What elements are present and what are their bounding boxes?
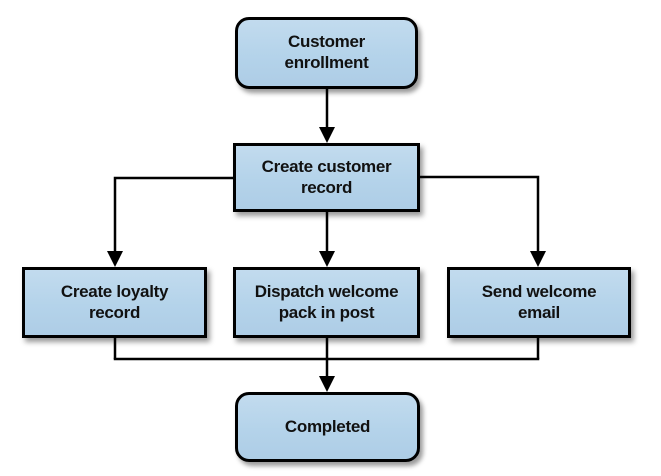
node-create-loyalty-record: Create loyalty record: [22, 267, 207, 338]
node-completed: Completed: [235, 392, 420, 462]
node-customer-enrollment-label: Customer enrollment: [284, 32, 369, 72]
node-dispatch-welcome-pack-label: Dispatch welcome pack in post: [254, 281, 399, 322]
node-send-welcome-email: Send welcome email: [447, 267, 631, 338]
edge-record-to-loyalty: [113, 176, 233, 252]
node-create-loyalty-record-label: Create loyalty record: [60, 281, 169, 322]
node-completed-label: Completed: [284, 416, 371, 436]
arrowhead-into-completed: [319, 376, 335, 392]
edge-record-to-email: [420, 175, 540, 252]
node-dispatch-welcome-pack: Dispatch welcome pack in post: [233, 267, 420, 338]
node-create-customer-record-label: Create customer record: [261, 156, 392, 197]
arrowhead-into-email: [530, 251, 546, 267]
node-send-welcome-email-label: Send welcome email: [481, 281, 597, 322]
node-create-customer-record: Create customer record: [233, 143, 420, 212]
node-customer-enrollment: Customer enrollment: [235, 17, 418, 89]
arrowhead-into-loyalty: [107, 251, 123, 267]
arrowhead-into-dispatch: [319, 251, 335, 267]
arrowhead-into-record: [319, 127, 335, 143]
